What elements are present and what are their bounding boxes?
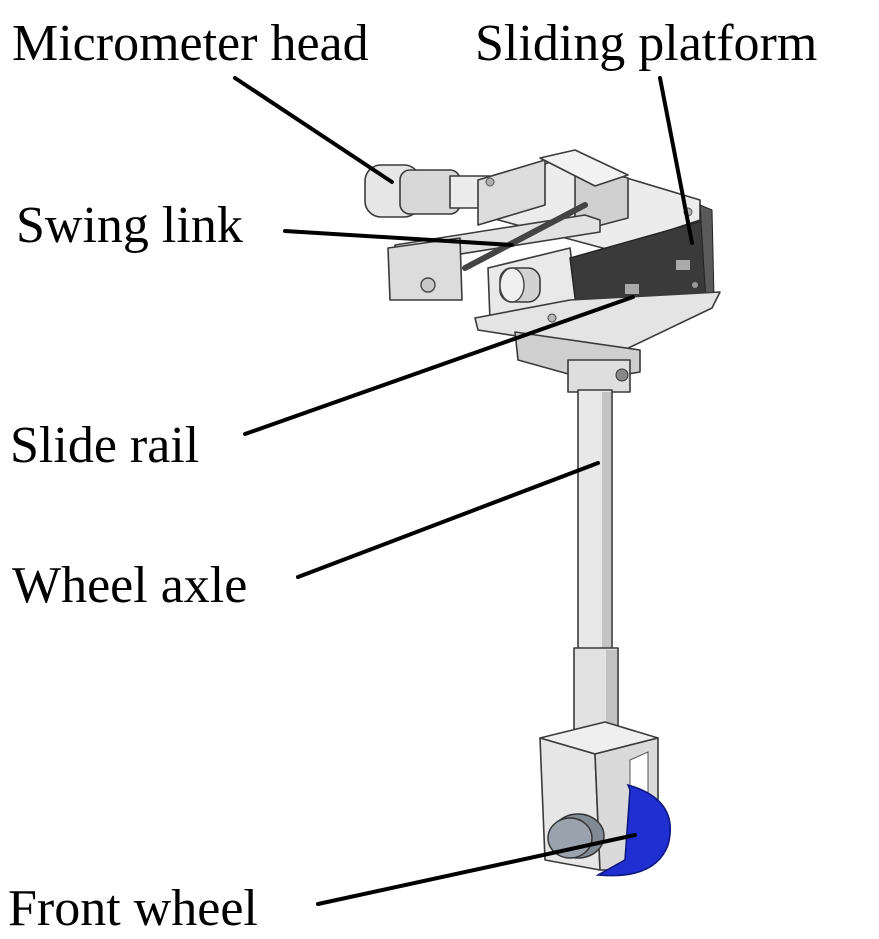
leader-sliding-platform [658, 76, 694, 245]
base-screw [547, 313, 557, 323]
collar-part [567, 359, 631, 393]
label-swing-link: Swing link [16, 197, 243, 254]
swing-link-part [387, 202, 601, 301]
u-block-top [539, 149, 629, 187]
assembly-drawing [364, 149, 721, 877]
leader-swing-link [283, 229, 514, 247]
leader-slide-rail [243, 295, 635, 436]
leader-lines [233, 76, 694, 906]
axle-shaft-shade [602, 392, 611, 650]
micrometer-head-part [364, 164, 491, 218]
label-slide-rail: Slide rail [10, 417, 199, 474]
label-front-wheel: Front wheel [8, 880, 258, 937]
wheel-axle-part [573, 389, 619, 739]
swing-link-rod [462, 202, 588, 271]
u-block-left [477, 159, 546, 226]
front-wheel-part [547, 783, 672, 877]
link-pin [420, 277, 436, 293]
label-wheel-axle: Wheel axle [12, 557, 247, 614]
leader-micrometer-head [233, 76, 394, 184]
axle-coupling-shade [606, 650, 617, 736]
collar-hole [615, 368, 629, 382]
label-sliding-platform: Sliding platform [475, 15, 817, 72]
platform-slot [676, 260, 690, 270]
leader-wheel-axle [296, 461, 600, 579]
knob-face [499, 267, 525, 303]
leader-front-wheel [316, 833, 637, 906]
plate-screw [485, 177, 495, 187]
platform-screw [692, 282, 698, 288]
part-labels: Micrometer head Sliding platform Swing l… [8, 15, 817, 937]
front-wheel-tire [595, 783, 672, 877]
label-micrometer-head: Micrometer head [12, 15, 369, 72]
platform-slot [625, 284, 639, 294]
